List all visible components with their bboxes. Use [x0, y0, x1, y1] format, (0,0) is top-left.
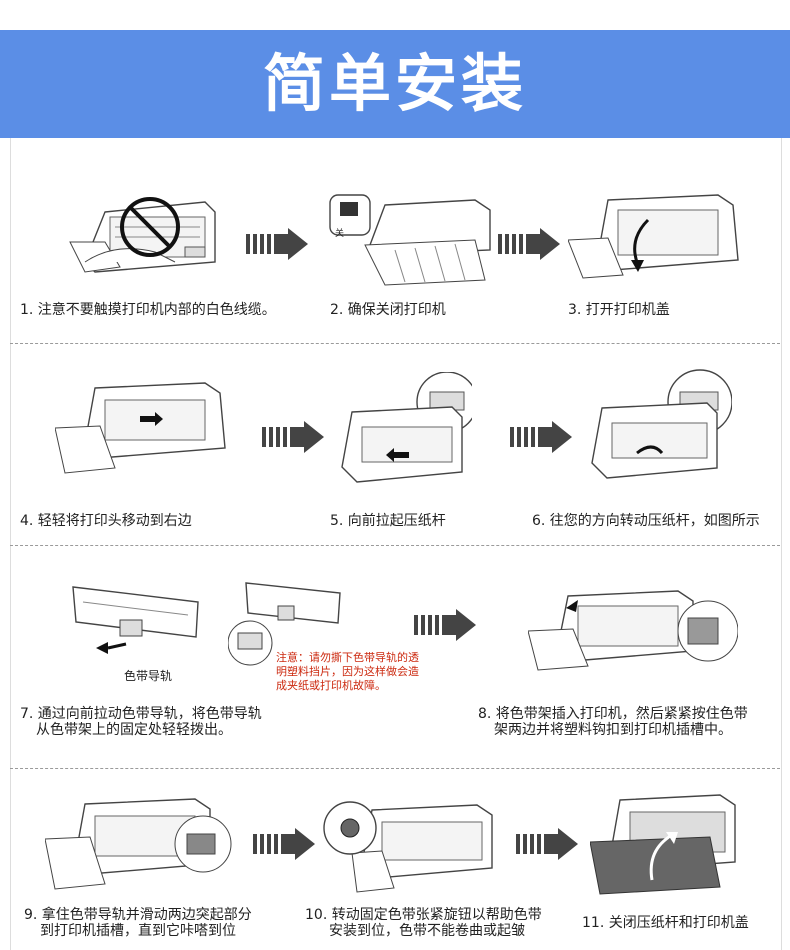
right-arrow-icon [262, 421, 324, 453]
step-6-caption: 6. 往您的方向转动压纸杆，如图所示 [532, 513, 760, 529]
step-5-printer-image [332, 372, 472, 497]
page-title: 简单安装 [262, 47, 527, 120]
prohibit-icon [118, 195, 182, 259]
power-switch-label: 关 [335, 229, 345, 239]
step-7-caption-line: 从色带架上的固定处轻轻拨出。 [36, 722, 232, 738]
step-9-printer-image [45, 794, 235, 894]
step-11-caption: 11. 关闭压纸杆和打印机盖 [582, 915, 749, 931]
step-7-note-line: 明塑料挡片，因为这样做会造 [276, 665, 419, 678]
step-8-caption-line: 架两边并将塑料钩扣到打印机插槽中。 [494, 722, 732, 738]
step-4-caption: 4. 轻轻将打印头移动到右边 [20, 513, 192, 529]
step-4-printer-image [55, 378, 235, 478]
step-7-note-line: 成夹纸或打印机故障。 [276, 679, 386, 692]
ribbon-guide-label: 色带导轨 [124, 669, 173, 683]
step-6-printer-image [582, 368, 732, 493]
step-7-caption-line: 7. 通过向前拉动色带导轨，将色带导轨 [20, 706, 262, 722]
step-3-printer-image [568, 190, 748, 285]
step-10-caption-line: 10. 转动固定色带张紧旋钮以帮助色带 [305, 907, 542, 923]
step-7-ribbon-detail-image [228, 578, 343, 668]
right-arrow-icon [253, 828, 315, 860]
step-2-printer-image [325, 190, 500, 290]
step-7-ribbon-image [68, 582, 203, 657]
row-divider [10, 343, 780, 344]
right-arrow-icon [498, 228, 560, 260]
step-9-caption-line: 9. 拿住色带导轨并滑动两边突起部分 [24, 907, 252, 923]
right-arrow-icon [516, 828, 578, 860]
step-1-printer-image [65, 192, 235, 282]
step-11-printer-image [590, 792, 740, 897]
row-divider [10, 768, 780, 769]
step-9-caption-line: 到打印机插槽，直到它咔嗒到位 [40, 923, 236, 939]
step-7-note-line: 注意：请勿撕下色带导轨的透 [276, 651, 419, 664]
step-2-caption: 2. 确保关闭打印机 [330, 302, 446, 318]
content-frame [10, 138, 782, 950]
step-3-caption: 3. 打开打印机盖 [568, 302, 670, 318]
step-10-caption-line: 安装到位，色带不能卷曲或起皱 [329, 923, 525, 939]
right-arrow-icon [414, 609, 476, 641]
step-8-caption-line: 8. 将色带架插入打印机，然后紧紧按住色带 [478, 706, 748, 722]
step-8-printer-image [528, 586, 738, 671]
step-10-printer-image [322, 798, 497, 893]
right-arrow-icon [510, 421, 572, 453]
right-arrow-icon [246, 228, 308, 260]
step-1-caption: 1. 注意不要触摸打印机内部的白色线缆。 [20, 302, 276, 318]
step-5-caption: 5. 向前拉起压纸杆 [330, 513, 446, 529]
row-divider [10, 545, 780, 546]
page-header: 简单安装 [0, 30, 790, 138]
